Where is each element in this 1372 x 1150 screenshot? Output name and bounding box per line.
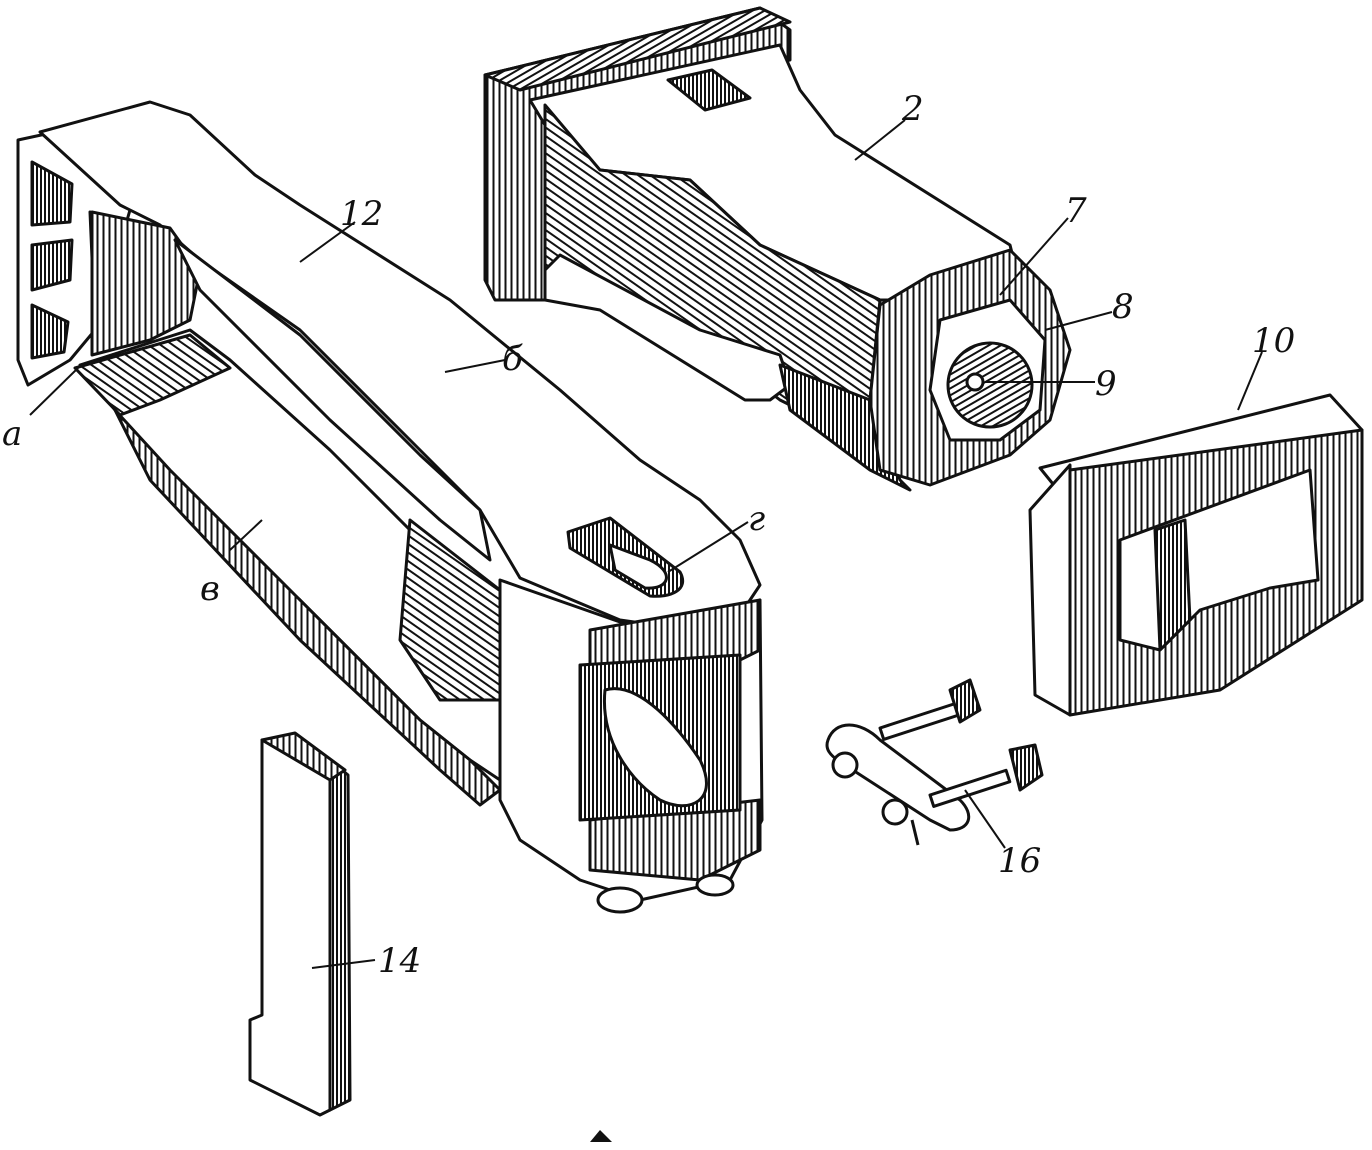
callout-g: г	[748, 499, 765, 539]
wedge-side	[328, 758, 352, 1112]
wedge-part	[248, 731, 352, 1117]
coupler-bore	[946, 341, 1034, 429]
bolt-head	[948, 678, 982, 724]
callout-10: 10	[1252, 321, 1295, 361]
frame-end-window	[30, 238, 74, 292]
frame-pin	[695, 873, 735, 897]
stop-plate-side	[1028, 463, 1072, 717]
leader-lines	[29, 119, 1263, 969]
leader-v	[229, 519, 263, 551]
leader-16	[964, 789, 1006, 849]
stop-plate-cavity-shade	[1153, 518, 1192, 652]
bolt-nut	[831, 751, 859, 779]
callout-b: б	[502, 339, 523, 379]
callout-12: 12	[340, 194, 383, 234]
leader-a	[29, 367, 79, 416]
bolt-set-part	[825, 678, 1044, 846]
bolt-nut	[881, 798, 909, 826]
coupler-head-part	[483, 6, 1072, 492]
print-speck	[590, 1130, 612, 1142]
callout-8: 8	[1112, 287, 1134, 327]
leader-8	[1044, 311, 1113, 331]
frame-part	[16, 100, 764, 914]
coupler-bore-pin	[965, 372, 985, 392]
stop-plate-part	[1028, 393, 1364, 717]
frame-inner-side	[90, 210, 202, 357]
callout-a: a	[2, 414, 22, 454]
coupler-top-hole	[666, 68, 752, 112]
bolt-shank	[928, 768, 1012, 808]
frame-top-slot-tongue	[608, 543, 668, 590]
frame-end-window	[30, 303, 70, 360]
coupler-tongue	[543, 253, 792, 402]
frame-flange-shade	[398, 518, 507, 702]
callout-14: 14	[378, 941, 421, 981]
frame-end-window	[30, 160, 74, 227]
callout-9: 9	[1095, 364, 1117, 404]
leader-b	[444, 359, 506, 373]
callout-2: 2	[901, 89, 924, 129]
callout-v: в	[200, 569, 220, 609]
frame-flange-shade	[73, 333, 232, 417]
coupler-back-top	[483, 6, 792, 92]
leader-10	[1237, 351, 1263, 411]
callout-7: 7	[1065, 191, 1087, 231]
wedge-top	[260, 731, 347, 782]
frame-top-surface	[38, 100, 762, 632]
bolt-split-pin	[910, 819, 920, 846]
leader-7	[999, 217, 1069, 296]
bolt-shank	[878, 701, 962, 741]
leader-2	[854, 119, 906, 161]
bolt-head	[1008, 743, 1044, 792]
callout-16: 16	[998, 841, 1041, 881]
leader-12	[299, 221, 356, 263]
leader-g	[667, 521, 749, 573]
leader-14	[311, 959, 376, 969]
wedge-front	[248, 736, 332, 1117]
frame-side-web	[173, 238, 492, 562]
frame-pin	[596, 886, 644, 914]
frame-jaw-slot	[602, 687, 708, 808]
